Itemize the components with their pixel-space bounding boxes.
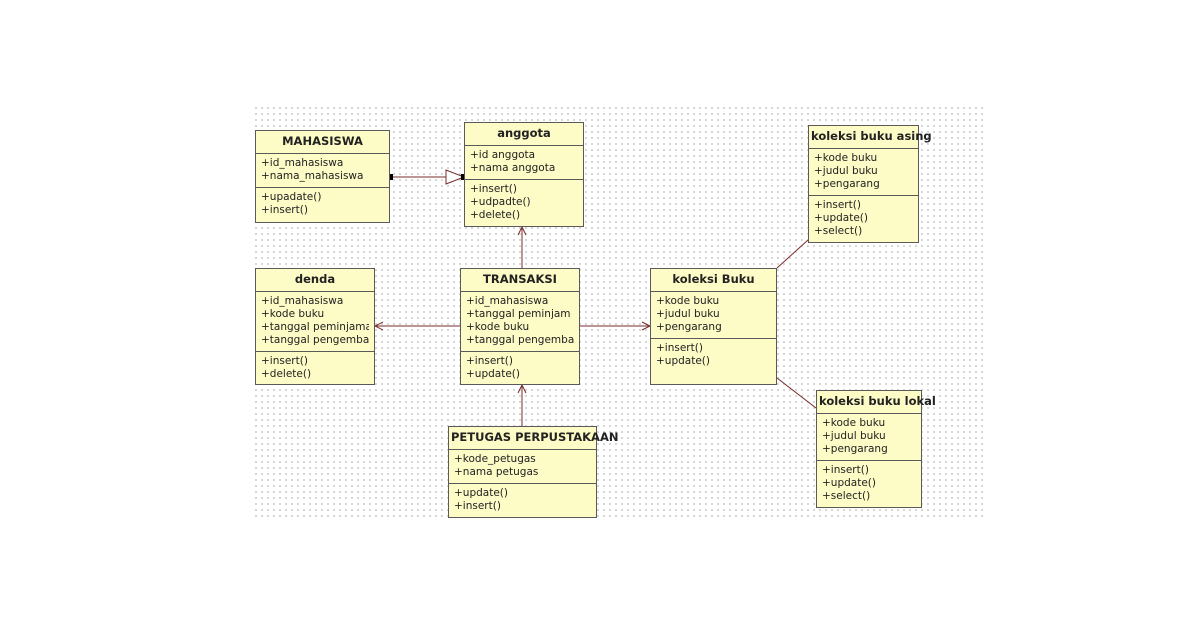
attribute: +pengarang (656, 321, 722, 333)
attribute: +judul buku (814, 165, 878, 177)
attribute: +kode_petugas (454, 453, 536, 465)
attribute: +kode buku (814, 152, 878, 164)
attributes-compartment: +id_mahasiswa +tanggal peminjam +kode bu… (461, 292, 579, 352)
attribute: +tanggal pengembalian (261, 334, 369, 346)
operation: +update() (466, 368, 520, 380)
attribute: +nama petugas (454, 466, 539, 478)
class-koleksi-buku[interactable]: koleksi Buku +kode buku +judul buku +pen… (650, 268, 777, 385)
operations-compartment: +insert() +udpadte() +delete() (465, 180, 583, 226)
attributes-compartment: +kode buku +judul buku +pengarang (809, 149, 918, 196)
operations-compartment: +upadate() +insert() (256, 188, 389, 221)
class-name: PETUGAS PERPUSTAKAAN (449, 427, 618, 450)
attributes-compartment: +kode buku +judul buku +pengarang (651, 292, 776, 339)
operations-compartment: +insert() +update() (651, 339, 776, 372)
class-denda[interactable]: denda +id_mahasiswa +kode buku +tanggal … (255, 268, 375, 385)
attribute: +tanggal peminjaman (261, 321, 369, 333)
class-mahasiswa[interactable]: MAHASISWA +id_mahasiswa +nama_mahasiswa … (255, 130, 390, 223)
attribute: +id_mahasiswa (261, 157, 344, 169)
attribute: +id anggota (470, 149, 536, 161)
attribute: +judul buku (822, 430, 886, 442)
operation: +insert() (261, 204, 308, 216)
attribute: +kode buku (656, 295, 720, 307)
operation: +insert() (470, 183, 517, 195)
operation: +delete() (470, 209, 521, 221)
operation: +update() (814, 212, 868, 224)
operation: +select() (814, 225, 863, 237)
operations-compartment: +insert() +delete() (256, 352, 374, 385)
class-name: koleksi buku asing (809, 126, 932, 149)
attribute: +kode buku (822, 417, 886, 429)
class-anggota[interactable]: anggota +id anggota +nama anggota +inser… (464, 122, 584, 227)
class-name: anggota (465, 123, 583, 146)
operations-compartment: +insert() +update() +select() (817, 461, 921, 507)
attribute: +nama anggota (470, 162, 556, 174)
attributes-compartment: +id_mahasiswa +kode buku +tanggal peminj… (256, 292, 374, 352)
attribute: +judul buku (656, 308, 720, 320)
attribute: +id_mahasiswa (466, 295, 549, 307)
class-transaksi[interactable]: TRANSAKSI +id_mahasiswa +tanggal peminja… (460, 268, 580, 385)
operation: +update() (454, 487, 508, 499)
operation: +insert() (454, 500, 501, 512)
attributes-compartment: +kode_petugas +nama petugas (449, 450, 596, 484)
operations-compartment: +insert() +update() (461, 352, 579, 385)
attribute: +tanggal peminjam (466, 308, 571, 320)
operation: +select() (822, 490, 871, 502)
attributes-compartment: +id anggota +nama anggota (465, 146, 583, 180)
class-name: MAHASISWA (256, 131, 389, 154)
class-name: koleksi Buku (651, 269, 776, 292)
class-koleksi-buku-lokal[interactable]: koleksi buku lokal +kode buku +judul buk… (816, 390, 936, 508)
attributes-compartment: +kode buku +judul buku +pengarang (817, 414, 921, 461)
operation: +insert() (814, 199, 861, 211)
class-name: denda (256, 269, 374, 292)
attribute: +tanggal pengembalian (466, 334, 574, 346)
attribute: +pengarang (814, 178, 880, 190)
class-petugas-perpustakaan[interactable]: PETUGAS PERPUSTAKAAN +kode_petugas +nama… (448, 426, 618, 518)
attribute: +pengarang (822, 443, 888, 455)
attributes-compartment: +id_mahasiswa +nama_mahasiswa (256, 154, 389, 188)
attribute: +kode buku (261, 308, 325, 320)
operations-compartment: +update() +insert() (449, 484, 596, 517)
attribute: +kode buku (466, 321, 530, 333)
operation: +upadate() (261, 191, 322, 203)
attribute: +nama_mahasiswa (261, 170, 364, 182)
operations-compartment: +insert() +update() +select() (809, 196, 918, 242)
operation: +udpadte() (470, 196, 531, 208)
class-name: koleksi buku lokal (817, 391, 936, 414)
operation: +insert() (466, 355, 513, 367)
operation: +update() (822, 477, 876, 489)
class-koleksi-buku-asing[interactable]: koleksi buku asing +kode buku +judul buk… (808, 125, 932, 243)
operation: +insert() (656, 342, 703, 354)
operation: +delete() (261, 368, 312, 380)
operation: +insert() (822, 464, 869, 476)
operation: +update() (656, 355, 710, 367)
operation: +insert() (261, 355, 308, 367)
attribute: +id_mahasiswa (261, 295, 344, 307)
class-name: TRANSAKSI (461, 269, 579, 292)
